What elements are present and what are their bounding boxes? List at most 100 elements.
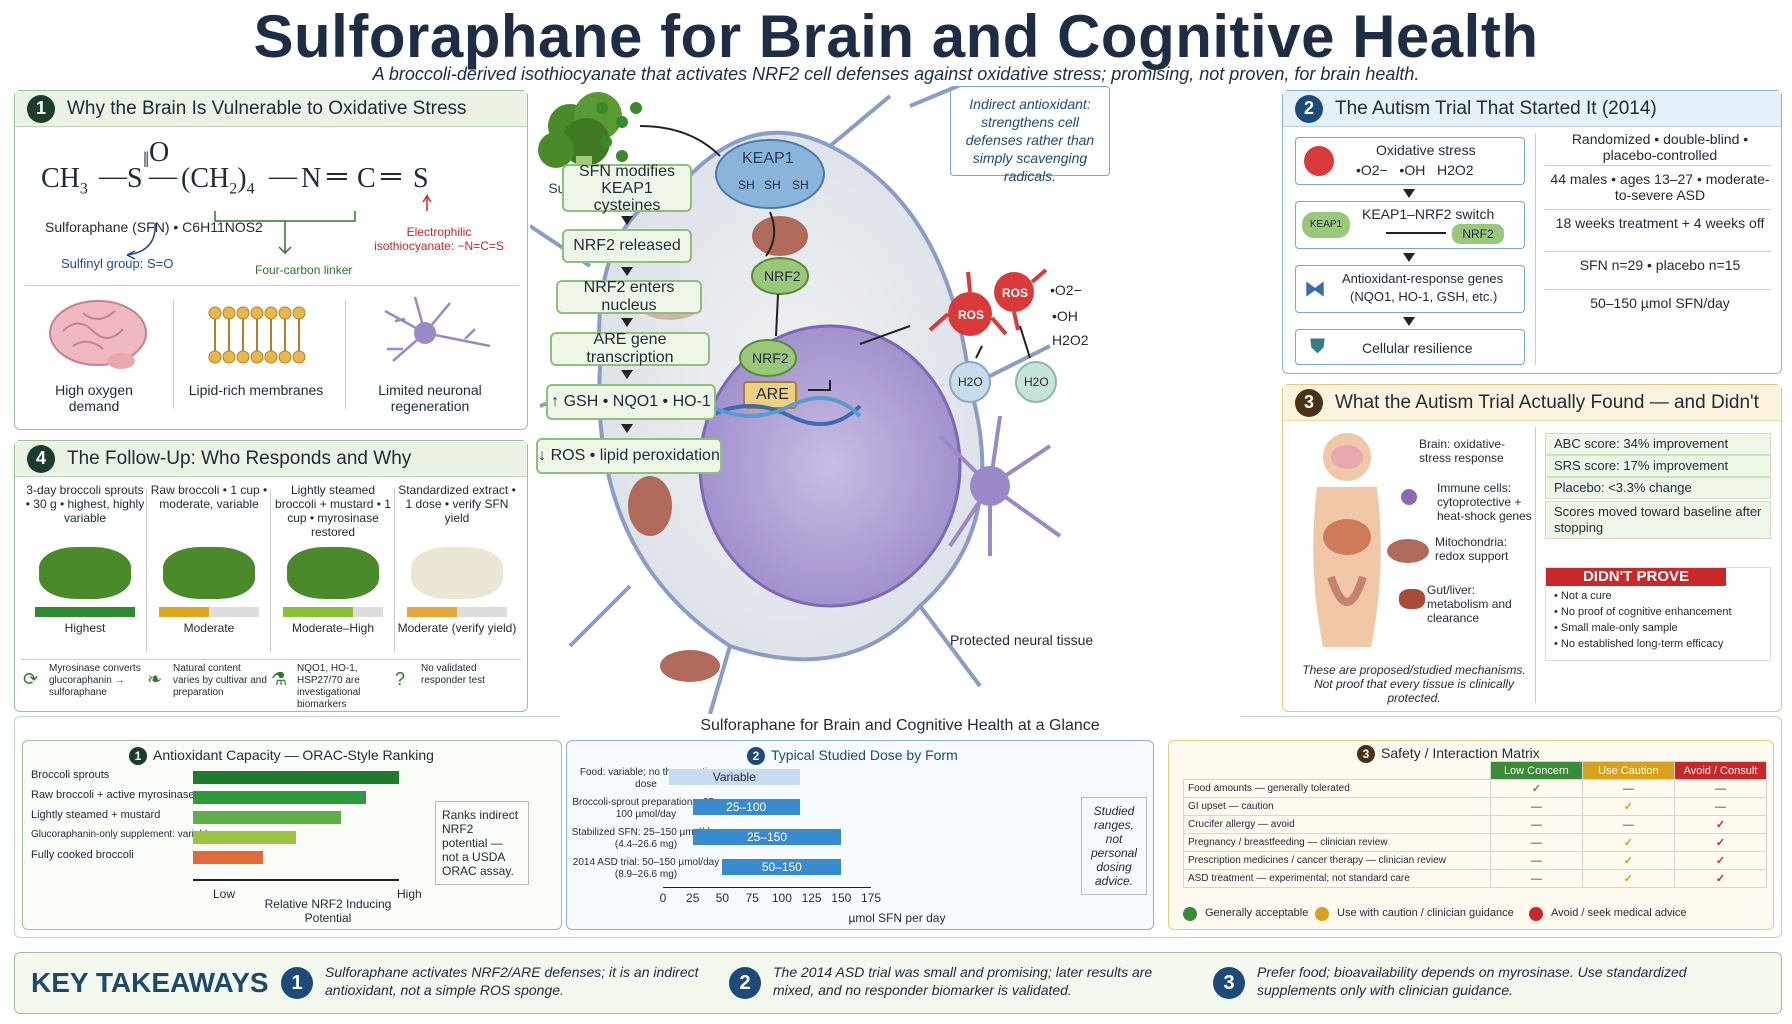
body-label: Brain: oxidative-stress response	[1419, 437, 1506, 465]
yield-level: Moderate	[183, 621, 235, 635]
linker-label: Four-carbon linker	[255, 263, 353, 277]
sulfinyl-label: Sulfinyl group: S=O	[61, 256, 174, 271]
sh-label: SH	[738, 178, 755, 192]
yield-fill	[283, 607, 353, 617]
chemical-formula: CH3 — S O ‖ — (CH2)4 — N ═ C ═ S	[41, 137, 429, 198]
takeaway-number: 2	[729, 967, 761, 999]
matrix-header: Low Concern	[1489, 761, 1583, 780]
flow-box: Oxidative stress •O2− •OH H2O2	[1295, 137, 1525, 185]
takeaway-text: The 2014 ASD trial was small and promisi…	[773, 964, 1153, 998]
panel-autism-trial: 2 The Autism Trial That Started It (2014…	[1282, 90, 1782, 374]
brain-icon	[49, 300, 147, 369]
safety-title: 3 Safety / Interaction Matrix	[1357, 745, 1540, 764]
pathway-step: ↓ ROS • lipid peroxidation	[536, 438, 722, 474]
matrix-cell: ✓	[1581, 851, 1675, 870]
matrix-row: ASD treatment — experimental; not standa…	[1183, 869, 1768, 888]
step-number: 2	[1295, 94, 1323, 123]
broccoli-icon	[163, 547, 255, 599]
matrix-row-label: ASD treatment — experimental; not standa…	[1183, 869, 1491, 888]
matrix-row-label: Crucifer allergy — avoid	[1183, 815, 1491, 834]
sh-label: SH	[764, 178, 781, 192]
yield-bar	[159, 607, 259, 617]
food-desc: Raw broccoli • 1 cup • moderate, variabl…	[150, 483, 268, 511]
matrix-cell: ✓	[1673, 851, 1768, 870]
matrix-cell: —	[1581, 779, 1675, 798]
takeaway-number: 3	[1213, 967, 1245, 999]
food-item: 3-day broccoli sprouts • 30 g • highest,…	[25, 483, 145, 653]
dose-label: Broccoli-sprout preparations: 25–100 µmo…	[572, 797, 720, 820]
pathway-step: NRF2 released	[562, 229, 692, 263]
flow-sub: •O2− •OH H2O2	[1356, 162, 1474, 178]
note-text: NQO1, HO-1, HSP27/70 are investigational…	[297, 663, 361, 710]
food-desc: 3-day broccoli sprouts • 30 g • highest,…	[25, 483, 145, 525]
membrane-icon	[208, 306, 306, 364]
yield-fill	[35, 607, 135, 617]
step-number: 3	[1357, 745, 1375, 764]
matrix-cell: ✓	[1673, 815, 1768, 834]
broccoli-icon	[538, 92, 622, 182]
vulnerability-item: Limited neuronal regeneration	[355, 291, 519, 421]
matrix-row: Pregnancy / breastfeeding — clinician re…	[1183, 833, 1768, 852]
food-item: Lightly steamed broccoli + mustard • 1 c…	[273, 483, 393, 653]
body-label: Immune cells: cytoprotective + heat-shoc…	[1437, 481, 1532, 523]
orac-bar	[193, 851, 264, 864]
legend-label: Avoid / seek medical advice	[1551, 907, 1687, 919]
step-number: 2	[747, 747, 765, 766]
formula-name: Sulforaphane (SFN) • C6H11NOS2	[45, 219, 263, 235]
step-number: 3	[1295, 388, 1323, 417]
switch-icon: KEAP1	[1302, 212, 1350, 238]
result-item: Placebo: <3.3% change	[1545, 477, 1771, 499]
legend-icon	[1315, 907, 1329, 921]
orac-axis	[193, 879, 399, 881]
panel-brain-vulnerable: 1 Why the Brain Is Vulnerable to Oxidati…	[14, 90, 528, 430]
matrix-row-label: Prescription medicines / cancer therapy …	[1183, 851, 1491, 870]
electrophilic-label: Electrophilic isothiocyanate: −N=C=S	[359, 225, 519, 253]
vulnerability-item: High oxygen demand	[29, 291, 169, 421]
matrix-cell: —	[1489, 833, 1583, 852]
food-desc: Lightly steamed broccoli + mustard • 1 c…	[275, 483, 391, 539]
matrix-cell: —	[1489, 869, 1583, 888]
yield-bar	[407, 607, 507, 617]
food-desc: Standardized extract • 1 dose • verify S…	[398, 483, 516, 525]
yield-bar	[283, 607, 383, 617]
legend-icon	[1529, 907, 1543, 921]
broccoli-icon	[287, 547, 379, 599]
dose-tick: 175	[861, 891, 882, 905]
dose-tick: 125	[801, 891, 822, 905]
capsule-icon	[411, 547, 503, 599]
yield-level: Moderate–High	[291, 621, 375, 635]
nrf2-label: NRF2	[764, 268, 801, 284]
yield-fill	[159, 607, 209, 617]
dose-tick: 100	[771, 891, 792, 905]
orac-label: Broccoli sprouts	[31, 769, 110, 781]
nrf2-label: NRF2	[752, 350, 789, 366]
trial-fact: Randomized • double-blind • placebo-cont…	[1571, 131, 1749, 163]
trial-fact: 44 males • ages 13–27 • moderate-to-seve…	[1550, 171, 1770, 203]
orac-bar	[193, 831, 296, 844]
safety-title-text: Safety / Interaction Matrix	[1381, 745, 1540, 761]
flow-label: Oxidative stress	[1376, 142, 1476, 158]
item-label: Limited neuronal regeneration	[378, 382, 482, 414]
matrix-row-label: Pregnancy / breastfeeding — clinician re…	[1183, 833, 1491, 852]
dose-bar: 50–150	[722, 859, 842, 875]
orac-bar	[193, 771, 399, 784]
yield-fill	[407, 607, 457, 617]
dose-label: Food: variable; no therapeutic dose	[579, 767, 713, 790]
dna-icon: ⧓	[1304, 276, 1326, 301]
keap1-label: KEAP1	[742, 150, 794, 167]
legend-label: Use with caution / clinician guidance	[1337, 907, 1514, 919]
page-title: Sulforaphane for Brain and Cognitive Hea…	[253, 3, 1539, 70]
are-label: ARE	[756, 386, 789, 403]
dose-tick: 150	[831, 891, 852, 905]
electrophilic-1: Electrophilic	[406, 225, 472, 239]
flow-box: ⛊ Cellular resilience	[1295, 329, 1525, 365]
ros-label: ROS	[1002, 286, 1029, 300]
electrophilic-2: isothiocyanate: −N=C=S	[374, 239, 504, 253]
yield-level: Highest	[64, 621, 106, 635]
ros-icon	[1304, 146, 1334, 176]
orac-label: Glucoraphanin-only supplement: variable	[31, 829, 213, 840]
